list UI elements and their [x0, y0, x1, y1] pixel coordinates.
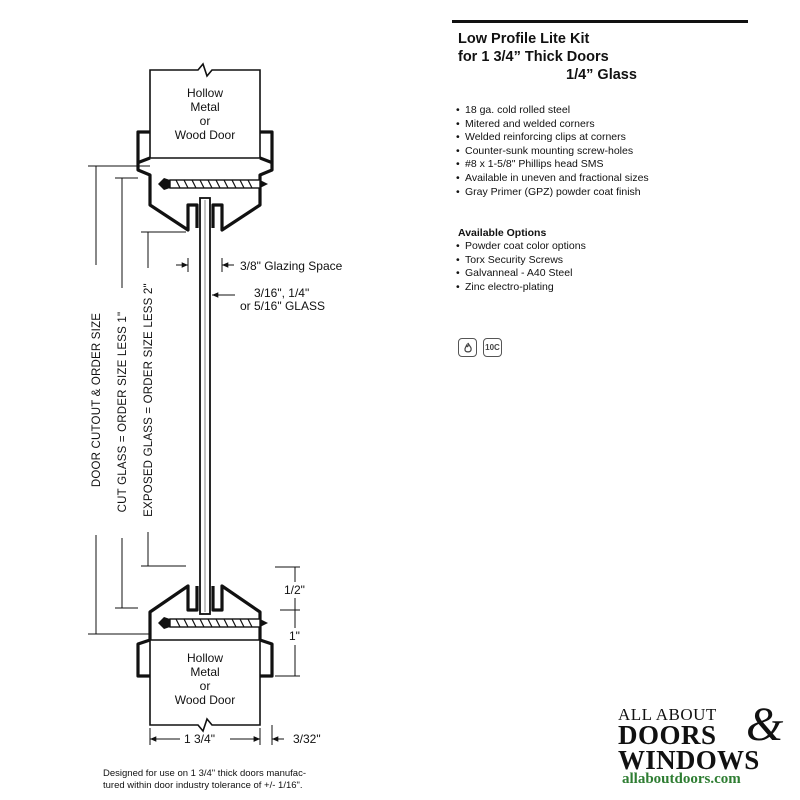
dim-width-label: 1 3/4" — [184, 732, 215, 746]
dim-door-cutout-label: DOOR CUTOUT & ORDER SIZE — [91, 313, 103, 487]
brand-logo[interactable]: ALL ABOUT & DOORS WINDOWS allaboutdoors.… — [618, 698, 788, 790]
dim-half-inch-label: 1/2" — [284, 583, 305, 597]
glazing-space-label: 3/8" Glazing Space — [240, 259, 343, 273]
dim-lip-label: 3/32" — [293, 732, 321, 746]
spec-item: Available in uneven and fractional sizes — [456, 172, 649, 186]
door-top-line-2: Metal — [190, 100, 219, 114]
mounting-screw-bottom — [158, 617, 268, 629]
door-bottom-line-3: or — [200, 679, 211, 693]
frame-profile-top — [136, 130, 274, 232]
spec-item: 18 ga. cold rolled steel — [456, 104, 649, 118]
logo-line-2: DOORS — [618, 720, 717, 750]
logo-ampersand: & — [746, 698, 784, 751]
spec-item: #8 x 1-5/8" Phillips head SMS — [456, 158, 649, 172]
spec-item: Welded reinforcing clips at corners — [456, 131, 649, 145]
option-item: Torx Security Screws — [456, 254, 586, 268]
product-title: Low Profile Lite Kit for 1 3/4” Thick Do… — [458, 30, 748, 84]
option-item: Zinc electro-plating — [456, 281, 586, 295]
dim-cut-glass-line — [115, 177, 138, 609]
options-list: Powder coat color options Torx Security … — [456, 240, 586, 294]
door-top-line-1: Hollow — [187, 86, 223, 100]
logo-line-3: WINDOWS — [618, 745, 760, 775]
glass-panel — [199, 197, 211, 615]
title-line-3: 1/4” Glass — [566, 67, 637, 83]
door-top-line-4: Wood Door — [175, 128, 235, 142]
dim-exposed-glass-line — [141, 231, 186, 567]
dim-bottom-width — [149, 725, 284, 745]
spec-item: Gray Primer (GPZ) powder coat finish — [456, 186, 649, 200]
glass-label-line-2: or 5/16" GLASS — [240, 299, 325, 313]
spec-list: 18 ga. cold rolled steel Mitered and wel… — [456, 104, 649, 199]
option-item: Galvanneal - A40 Steel — [456, 267, 586, 281]
rating-badges: 10C — [458, 338, 502, 357]
dim-door-cutout-line — [88, 165, 150, 635]
door-bottom-line-2: Metal — [190, 665, 219, 679]
dim-cut-glass-label: CUT GLASS = ORDER SIZE LESS 1" — [117, 312, 129, 513]
door-bottom-line-1: Hollow — [187, 651, 223, 665]
dim-right-side — [275, 566, 300, 677]
fire-rating-icon — [458, 338, 477, 357]
footnote-line-1: Designed for use on 1 3/4" thick doors m… — [103, 768, 306, 779]
door-bottom-line-4: Wood Door — [175, 693, 235, 707]
option-item: Powder coat color options — [456, 240, 586, 254]
options-heading: Available Options — [458, 227, 547, 239]
title-line-2: for 1 3/4” Thick Doors — [458, 49, 609, 65]
dim-glazing-space — [176, 258, 234, 272]
dim-exposed-glass-label: EXPOSED GLASS = ORDER SIZE LESS 2" — [143, 283, 155, 517]
dim-one-inch-label: 1" — [289, 629, 300, 643]
door-top-line-3: or — [200, 114, 211, 128]
mounting-screw-top — [158, 178, 268, 190]
door-section-top — [149, 62, 261, 159]
footnote-line-2: tured within door industry tolerance of … — [103, 780, 303, 791]
title-rule — [452, 20, 748, 23]
title-line-1: Low Profile Lite Kit — [458, 31, 590, 47]
logo-line-1: ALL ABOUT — [618, 705, 717, 724]
glass-label-line-1: 3/16", 1/4" — [254, 286, 309, 300]
ten-cycle-badge: 10C — [483, 338, 502, 357]
frame-profile-bottom — [136, 584, 274, 678]
logo-url-link[interactable]: allaboutdoors.com — [622, 771, 741, 787]
spec-item: Counter-sunk mounting screw-holes — [456, 145, 649, 159]
footnote: Designed for use on 1 3/4" thick doors m… — [103, 768, 363, 792]
door-section-bottom — [149, 639, 261, 733]
spec-item: Mitered and welded corners — [456, 118, 649, 132]
